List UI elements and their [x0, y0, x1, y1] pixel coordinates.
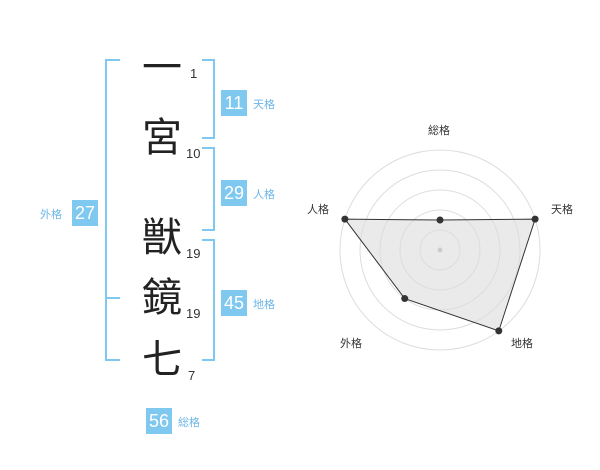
- radar-point-0: [436, 216, 444, 224]
- radar-center-dot: [437, 247, 443, 253]
- radar-label-gaikaku: 外格: [340, 337, 362, 350]
- name-char-5: 七: [142, 337, 182, 383]
- radar-point-1: [531, 215, 539, 223]
- stroke-count-5: 7: [188, 368, 196, 383]
- chikaku-badge: 45: [221, 290, 247, 316]
- radar-label-jinkaku: 人格: [307, 203, 329, 216]
- radar-label-soukaku: 総格: [428, 124, 450, 137]
- soukaku-badge: 56: [146, 408, 172, 434]
- jinkaku-badge: 29: [221, 180, 247, 206]
- tenkaku-bracket: [202, 59, 215, 139]
- radar-point-3: [401, 295, 409, 303]
- jinkaku-bracket: [202, 147, 215, 231]
- radar-point-2: [495, 327, 503, 335]
- fortune-brackets: [105, 59, 215, 361]
- tenkaku-badge: 11: [221, 90, 247, 116]
- name-char-3: 獣: [142, 215, 182, 261]
- radar-data-polygon: [343, 218, 536, 332]
- radar-ring-5: [339, 149, 541, 351]
- name-char-4: 鏡: [142, 275, 182, 321]
- stroke-count-4: 19: [186, 306, 201, 321]
- chikaku-label: 地格: [253, 298, 275, 311]
- name-char-1: 一: [142, 45, 182, 91]
- soukaku-label: 総格: [178, 416, 200, 429]
- name-char-2: 宮: [142, 115, 182, 161]
- stroke-count-1: 1: [190, 66, 198, 81]
- stroke-count-3: 19: [186, 246, 201, 261]
- stroke-count-2: 10: [186, 146, 201, 161]
- radar-point-4: [341, 215, 349, 223]
- tenkaku-label: 天格: [253, 98, 275, 111]
- gaikaku-bracket: [105, 59, 120, 361]
- chikaku-bracket: [202, 239, 215, 361]
- gaikaku-label: 外格: [40, 208, 62, 221]
- gaikaku-badge: 27: [72, 200, 98, 226]
- radar-label-chikaku: 地格: [511, 337, 533, 350]
- radar-label-tenkaku: 天格: [551, 203, 573, 216]
- jinkaku-label: 人格: [253, 188, 275, 201]
